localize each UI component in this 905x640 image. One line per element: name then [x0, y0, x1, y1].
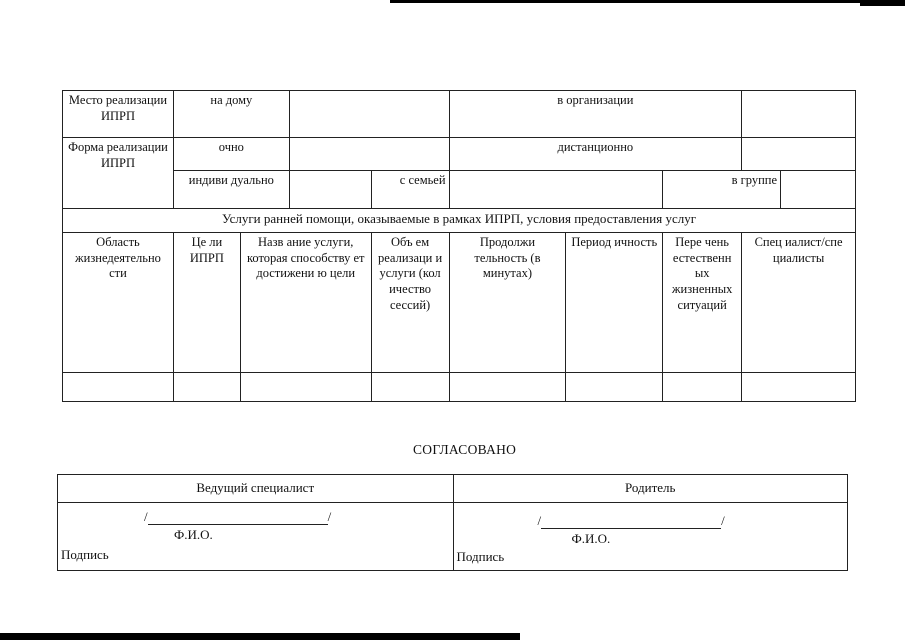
with-family-cell[interactable] [448, 170, 664, 209]
in-group-label: в группе [662, 170, 782, 209]
col-header-life-situations: Пере чень естественн ых жизненных ситуац… [662, 232, 743, 373]
individual-label: индиви дуально [172, 170, 290, 209]
lead-specialist-label: Ведущий специалист [57, 474, 454, 503]
lead-fio-caption: Ф.И.О. [174, 527, 213, 542]
agreed-title: СОГЛАСОВАНО [413, 442, 517, 457]
form-remote-cell[interactable] [741, 137, 856, 171]
services-title: Услуги ранней помощи, оказываемые в рамк… [62, 208, 856, 233]
col-header-domain: Область жизнедеятельно сти [62, 232, 174, 373]
individual-cell[interactable] [288, 170, 372, 209]
scan-top-right-mark [860, 0, 905, 6]
agreement-table: Ведущий специалист Родитель // Ф.И.О. По… [57, 474, 848, 571]
scan-bottom-bar [0, 633, 520, 640]
slash: / [327, 509, 332, 524]
slash: / [537, 513, 542, 528]
table-cell[interactable] [239, 372, 372, 402]
table-cell[interactable] [741, 372, 856, 402]
in-group-cell[interactable] [780, 170, 856, 209]
table-cell[interactable] [448, 372, 567, 402]
lead-specialist-signature-cell[interactable]: // Ф.И.О. Подпись [57, 502, 454, 571]
table-cell[interactable] [565, 372, 664, 402]
table-cell[interactable] [370, 372, 450, 402]
col-header-duration: Продолжи тельность (в минутах) [448, 232, 567, 373]
place-org-cell[interactable] [741, 90, 856, 138]
form-remote-label: дистанционно [448, 137, 743, 171]
with-family-label: с семьей [370, 170, 450, 209]
parent-fio-line: // [537, 513, 725, 530]
parent-signature-cell[interactable]: // Ф.И.О. Подпись [452, 502, 848, 571]
form-inperson-cell[interactable] [288, 137, 450, 171]
col-header-volume: Объ ем реализаци и услуги (кол ичество с… [370, 232, 450, 373]
lead-fio-line: // [144, 509, 332, 526]
form-label: Форма реализации ИПРП [62, 137, 174, 209]
place-home-cell[interactable] [288, 90, 450, 138]
parent-signature-label: Подпись [456, 549, 505, 564]
place-home-label: на дому [172, 90, 290, 138]
col-header-specialists: Спец иалист/спе циалисты [741, 232, 856, 373]
col-header-service-name: Назв ание услуги, которая способству ет … [239, 232, 372, 373]
slash: / [721, 513, 725, 528]
form-inperson-label: очно [172, 137, 290, 171]
parent-label: Родитель [452, 474, 848, 503]
slash: / [144, 509, 148, 524]
ipr-plan-table: Место реализации ИПРП на дому в организа… [62, 90, 856, 402]
lead-signature-label: Подпись [61, 547, 109, 562]
parent-fio-caption: Ф.И.О. [571, 531, 611, 546]
place-org-label: в организации [448, 90, 743, 138]
table-cell[interactable] [62, 372, 174, 402]
table-cell[interactable] [662, 372, 743, 402]
place-label: Место реализации ИПРП [62, 90, 174, 138]
col-header-goals: Це ли ИПРП [172, 232, 241, 373]
col-header-frequency: Период ичность [565, 232, 664, 373]
scan-top-bar [390, 0, 905, 3]
table-cell[interactable] [172, 372, 241, 402]
